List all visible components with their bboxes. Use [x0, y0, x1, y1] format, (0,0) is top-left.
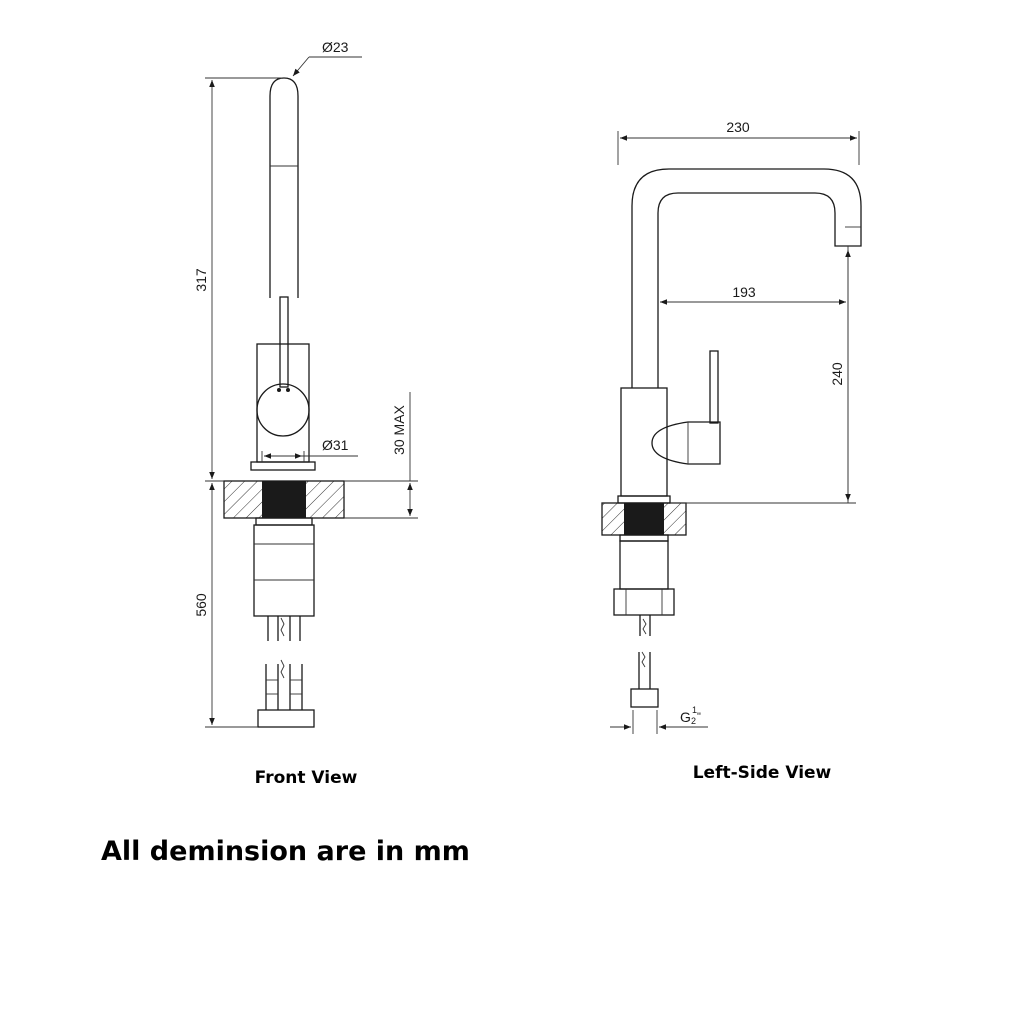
side-view: 230 193 240 G 1 2 " Left-Side View: [601, 119, 862, 783]
front-base-flange: [250, 461, 316, 471]
side-handle-lever: [709, 350, 719, 424]
front-body: [256, 343, 310, 463]
front-hoses-lower: [265, 659, 303, 710]
side-dim-spout-height: 240: [829, 362, 845, 386]
svg-text:1: 1: [692, 705, 697, 715]
front-view: 317 560 Ø23 Ø31 30 MAX Front View: [193, 39, 418, 788]
side-hose-fitting: [630, 688, 659, 708]
side-dim-thread: G 1 2 ": [680, 705, 701, 726]
front-view-title: Front View: [255, 768, 358, 788]
side-spout: [631, 168, 862, 388]
side-mount-nut: [619, 540, 669, 590]
svg-text:G: G: [680, 709, 691, 725]
svg-text:2: 2: [691, 716, 696, 726]
front-handle-knob: [256, 383, 310, 437]
side-connector: [613, 588, 675, 616]
front-dim-body-diameter: Ø31: [322, 437, 349, 453]
svg-text:": ": [697, 711, 701, 723]
front-dim-height: 317: [193, 268, 209, 292]
units-note: All deminsion are in mm: [101, 836, 470, 867]
front-hose-connector: [257, 709, 315, 728]
side-view-title: Left-Side View: [693, 763, 832, 783]
front-spout: [269, 77, 299, 298]
side-dim-overall-reach: 230: [726, 119, 750, 135]
front-dim-max-thickness: 30 MAX: [391, 404, 407, 454]
side-body: [620, 387, 668, 497]
front-dim-hose: 560: [193, 593, 209, 617]
side-mount-stud: [624, 503, 664, 535]
front-handle-lever: [279, 296, 289, 388]
front-hoses-upper: [267, 616, 301, 641]
side-handle: [651, 421, 721, 465]
side-dim-spout-reach: 193: [732, 284, 756, 300]
front-dim-spout-diameter: Ø23: [322, 39, 349, 55]
front-mount-nut: [253, 524, 315, 617]
front-mount-stud: [262, 481, 306, 518]
